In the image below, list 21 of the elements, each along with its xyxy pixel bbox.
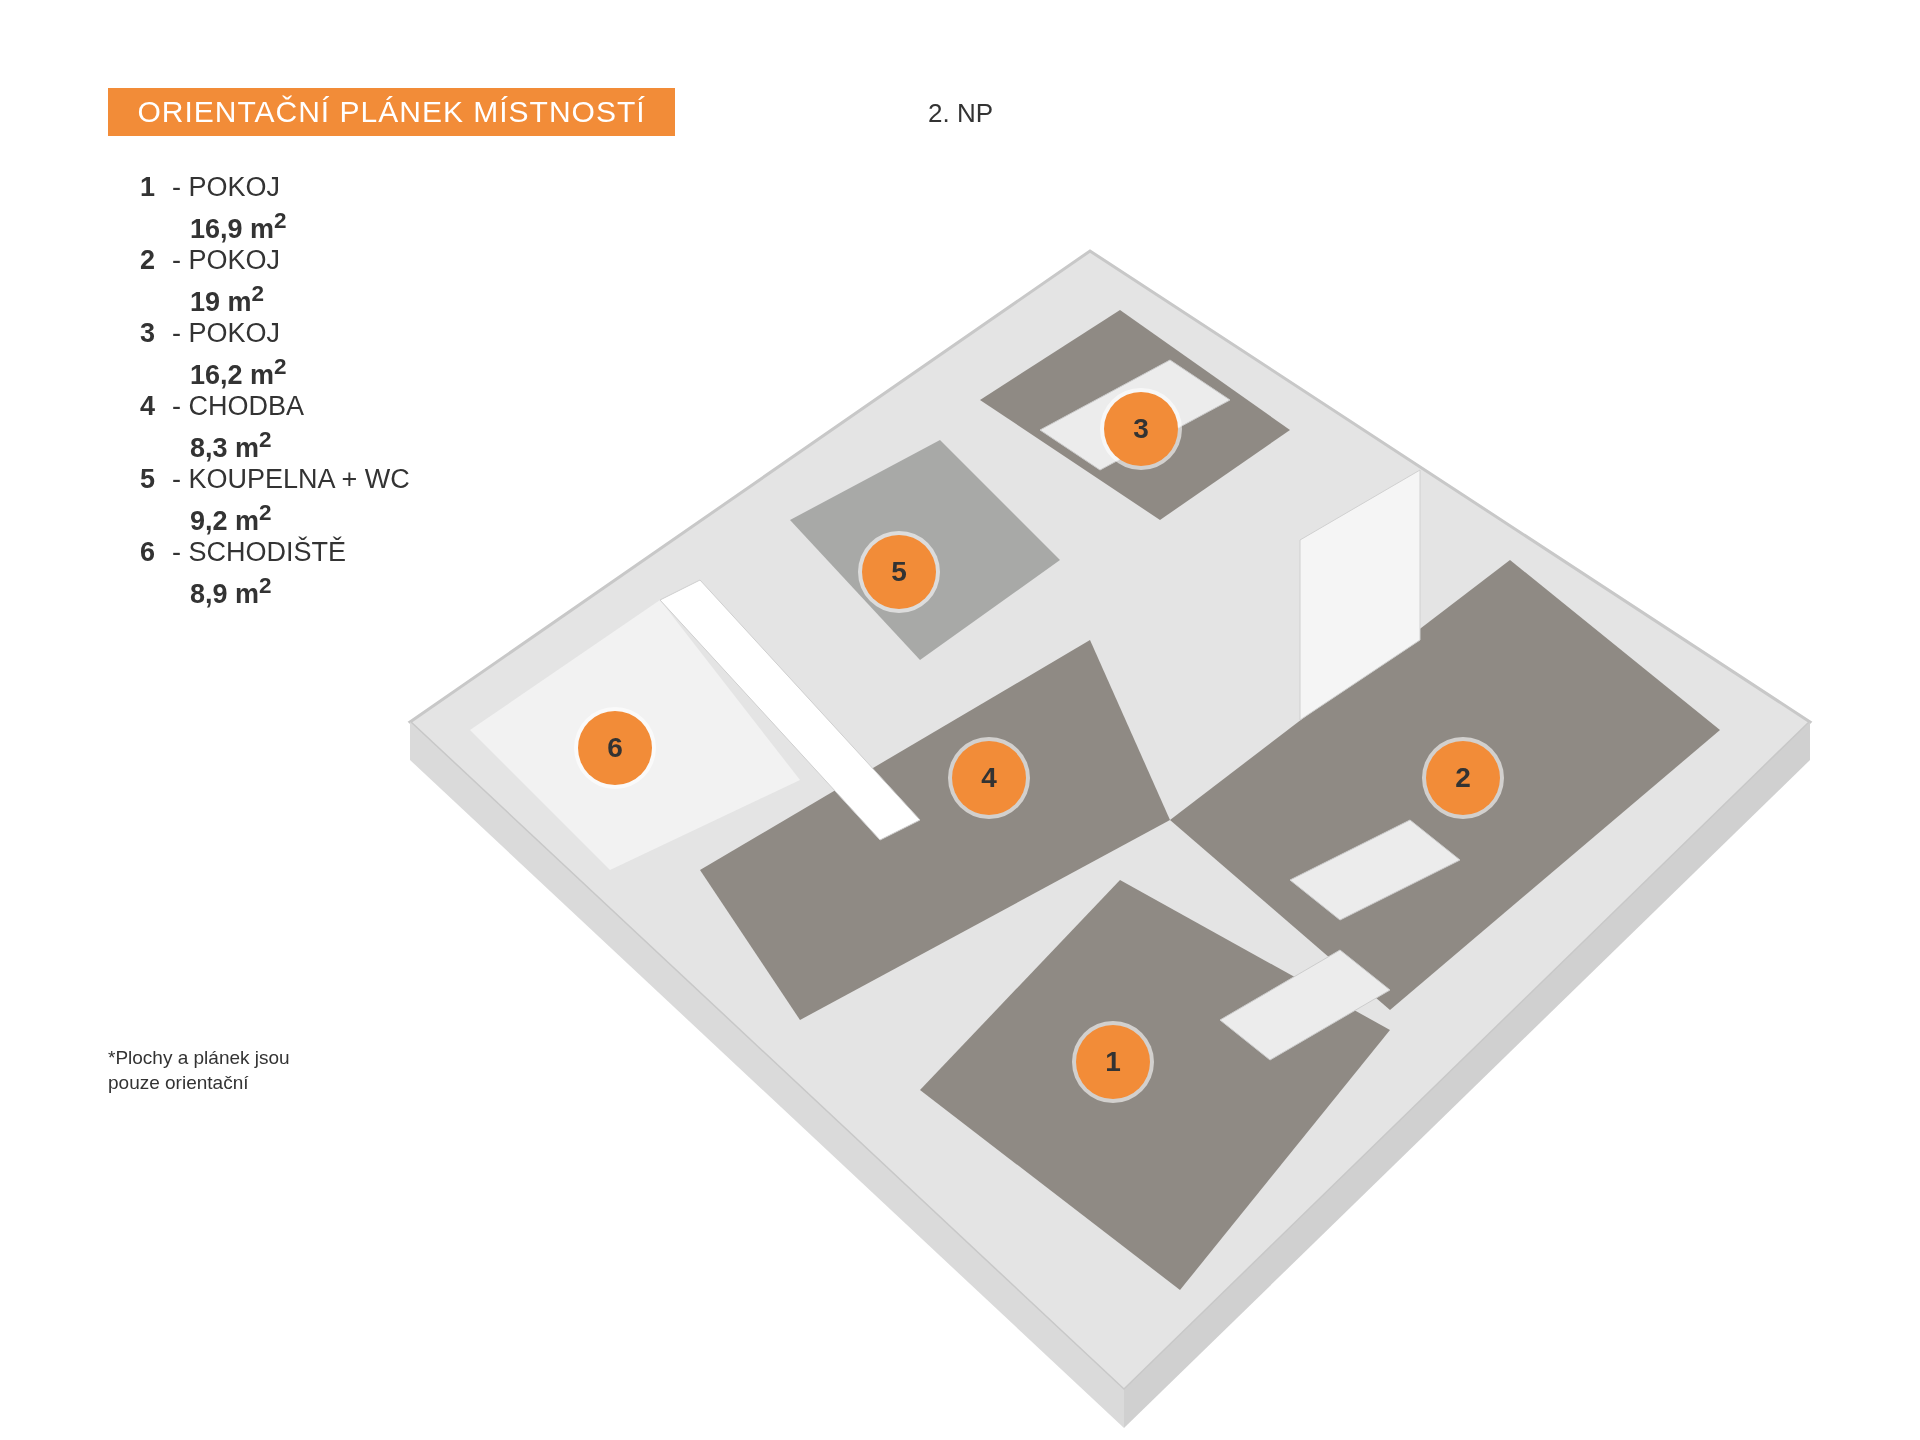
room-area: 16,2 m$^{2}$ bbox=[190, 354, 287, 391]
room-area: 8,9 m$^{2}$ bbox=[190, 573, 272, 610]
room-number: 5 bbox=[140, 464, 156, 495]
room-number: 3 bbox=[140, 318, 156, 349]
room-number: 2 bbox=[140, 245, 156, 276]
footnote: *Plochy a plánek jsou pouze orientační bbox=[108, 1046, 291, 1095]
room-name: - KOUPELNA + WC bbox=[172, 464, 410, 495]
room-name: - POKOJ bbox=[172, 318, 280, 349]
floor-label: 2. NP bbox=[928, 98, 994, 129]
room-area: 9,2 m$^{2}$ bbox=[190, 500, 272, 537]
room-name: - CHODBA bbox=[172, 391, 304, 422]
room-area: 16,9 m$^{2}$ bbox=[190, 208, 287, 245]
room-area: 8,3 m$^{2}$ bbox=[190, 427, 272, 464]
room-number: 1 bbox=[140, 172, 156, 203]
title-banner: ORIENTAČNÍ PLÁNEK MÍSTNOSTÍ bbox=[108, 88, 675, 136]
room-name: - SCHODIŠTĚ bbox=[172, 537, 346, 568]
room-area: 19 m$^{2}$ bbox=[190, 281, 265, 318]
room-name: - POKOJ bbox=[172, 245, 280, 276]
room-name: - POKOJ bbox=[172, 172, 280, 203]
room-number: 4 bbox=[140, 391, 156, 422]
room-number: 6 bbox=[140, 537, 156, 568]
